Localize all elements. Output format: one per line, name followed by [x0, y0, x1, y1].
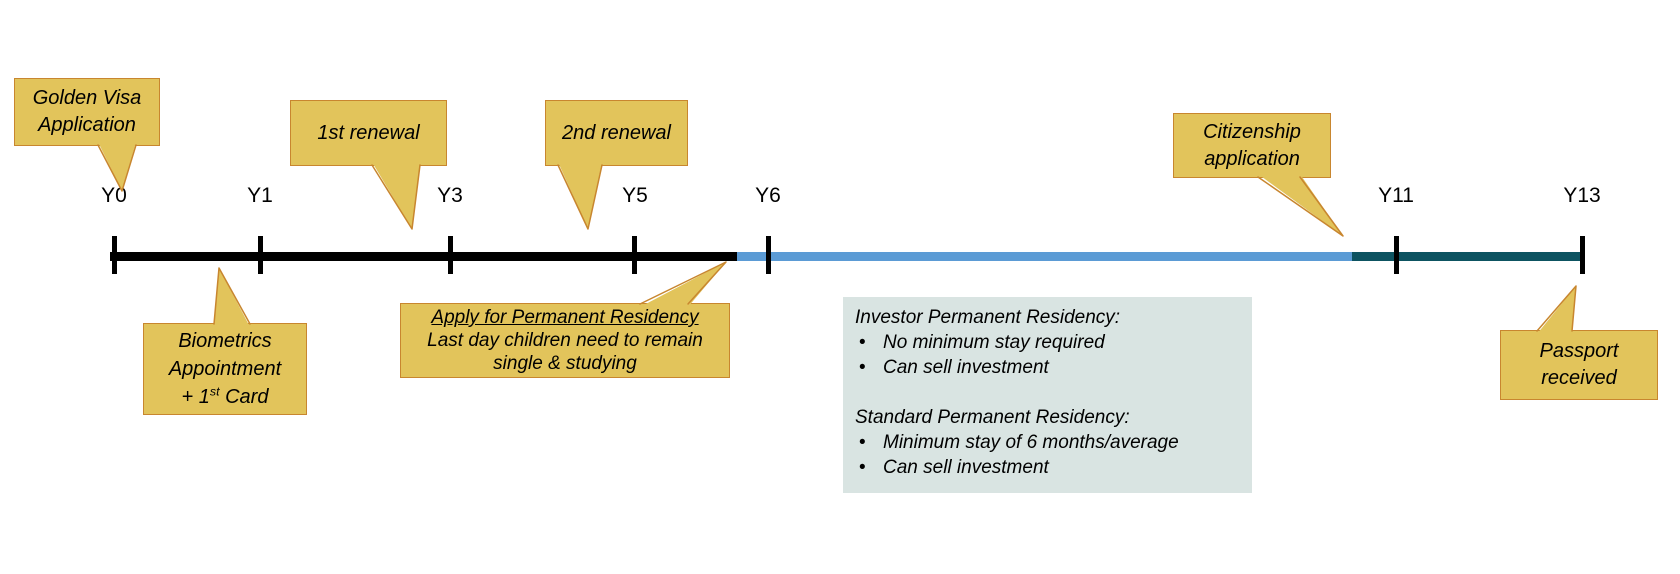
callout-text-line: Application	[38, 114, 136, 136]
bullet-text: Can sell investment	[883, 457, 1049, 478]
passport-callout-tail-outline	[1536, 285, 1577, 332]
ordinal-superscript: st	[209, 384, 220, 399]
citizenship-callout-tail-outline	[1257, 176, 1344, 237]
callout-text-line: application	[1204, 147, 1300, 170]
callout-subtitle: Last day children need to remain single …	[427, 330, 703, 374]
section-heading: Standard Permanent Residency:	[855, 407, 1130, 428]
year-label-y6: Y6	[755, 184, 781, 207]
callout-text-line: Golden Visa	[32, 87, 142, 109]
callout-text-line: Citizenship	[1203, 120, 1301, 143]
bullet-marker: •	[859, 457, 866, 478]
callout-passport-received: Passport received	[1500, 330, 1658, 400]
callout-text-fragment: + 1	[181, 386, 210, 408]
apply-pr-callout-tail	[640, 262, 726, 307]
tick-y13	[1580, 236, 1585, 274]
tick-y0	[112, 236, 117, 274]
bullet-item: • Can sell investment	[853, 355, 1242, 380]
second-renewal-callout-tail	[558, 162, 602, 229]
callout-text-line: Biometrics	[178, 330, 272, 352]
year-label-y13: Y13	[1563, 184, 1601, 207]
year-label-y3: Y3	[437, 184, 463, 207]
tick-y11	[1394, 236, 1399, 274]
bullet-marker: •	[859, 357, 866, 378]
callout-text-line: 1st renewal	[317, 121, 420, 144]
callout-title: Apply for Permanent Residency	[431, 307, 699, 328]
permanent-residency-info-box: Investor Permanent Residency: • No minim…	[843, 297, 1252, 493]
callout-golden-visa-application: Golden Visa Application	[14, 78, 160, 146]
timeline-segment-citizenship	[1352, 252, 1584, 261]
bullet-item: • No minimum stay required	[853, 330, 1242, 355]
citizenship-callout-tail	[1258, 174, 1343, 236]
timeline-segment-golden-visa	[110, 252, 737, 261]
callout-first-renewal: 1st renewal	[290, 100, 447, 166]
callout-apply-permanent-residency: Apply for Permanent Residency Last day c…	[400, 303, 730, 378]
year-label-y11: Y11	[1378, 184, 1414, 207]
timeline-segment-permanent-residency	[737, 252, 1352, 261]
tick-y3	[448, 236, 453, 274]
first-renewal-callout-tail	[372, 162, 420, 229]
biometrics-callout-tail-outline	[213, 267, 251, 325]
bullet-text: Can sell investment	[883, 357, 1049, 378]
callout-text-line: + 1st Card	[150, 383, 300, 411]
year-label-y0: Y0	[101, 184, 127, 207]
bullet-marker: •	[859, 332, 866, 353]
second-renewal-callout-tail-outline	[557, 164, 603, 230]
bullet-text: No minimum stay required	[883, 332, 1105, 353]
year-label-y1: Y1	[247, 184, 273, 207]
first-renewal-callout-tail-outline	[371, 164, 421, 230]
tick-y5	[632, 236, 637, 274]
bullet-item: • Can sell investment	[853, 455, 1242, 480]
investor-pr-section: Investor Permanent Residency: • No minim…	[853, 305, 1242, 380]
bullet-item: • Minimum stay of 6 months/average	[853, 430, 1242, 455]
bullet-marker: •	[859, 432, 866, 453]
standard-pr-section: Standard Permanent Residency: • Minimum …	[853, 405, 1242, 480]
callout-text-line: Passport	[1539, 340, 1619, 362]
callout-text-line: 2nd renewal	[562, 121, 671, 144]
callout-citizenship-application: Citizenship application	[1173, 113, 1331, 178]
apply-pr-callout-tail-outline	[639, 261, 727, 305]
biometrics-callout-tail	[214, 268, 250, 327]
passport-callout-tail	[1537, 286, 1576, 334]
year-label-y5: Y5	[622, 184, 648, 207]
callout-biometrics-appointment: Biometrics Appointment + 1st Card	[143, 323, 307, 415]
bullet-text: Minimum stay of 6 months/average	[883, 432, 1179, 453]
tick-y1	[258, 236, 263, 274]
callout-text-fragment: Card	[219, 386, 269, 408]
callout-second-renewal: 2nd renewal	[545, 100, 688, 166]
callout-text-line: Appointment	[168, 358, 282, 380]
tick-y6	[766, 236, 771, 274]
section-heading: Investor Permanent Residency:	[855, 307, 1121, 328]
callout-text-line: received	[1541, 367, 1617, 389]
